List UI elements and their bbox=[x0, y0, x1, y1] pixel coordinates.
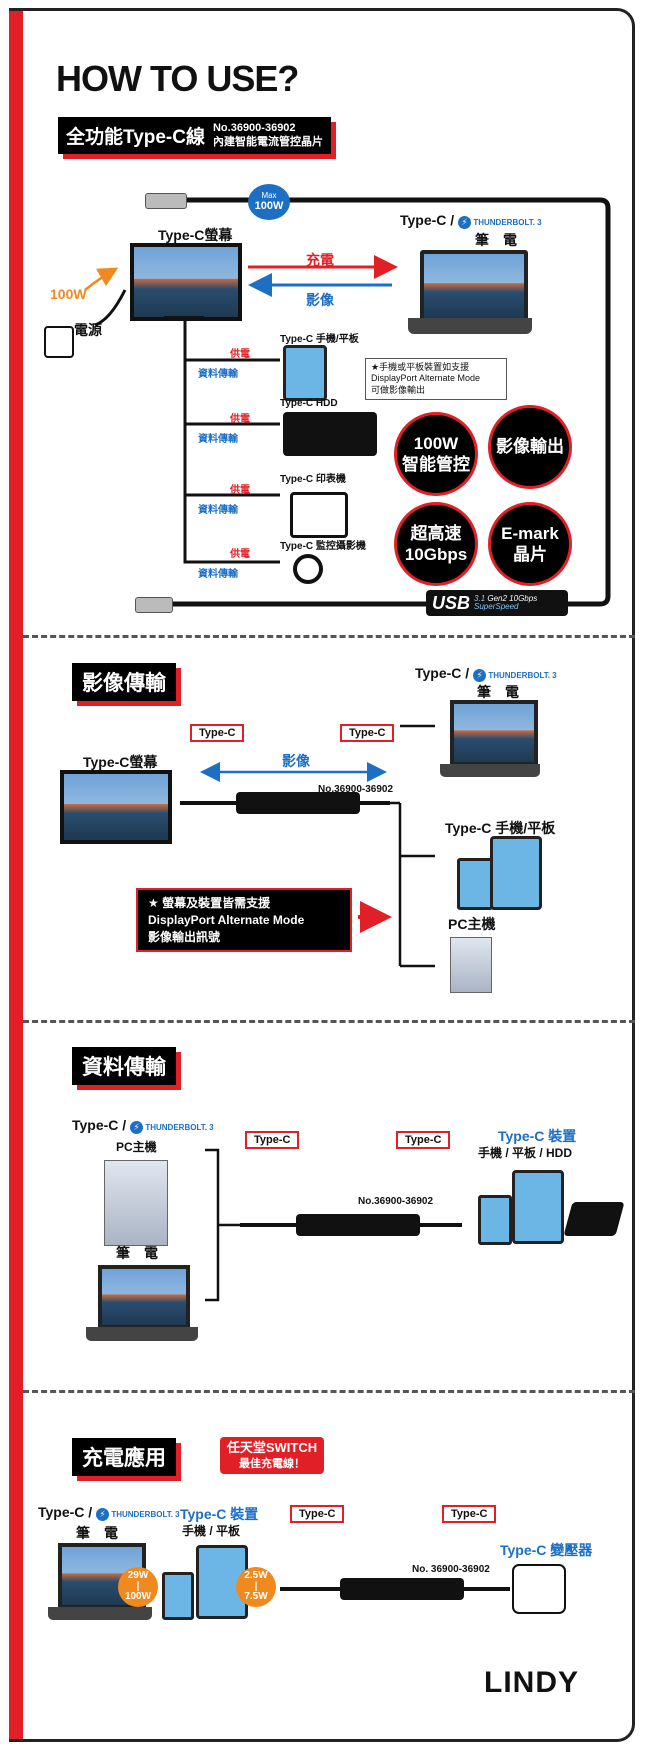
badge-10gbps: 超高速 10Gbps bbox=[394, 502, 478, 586]
badge-100w: 100W 智能管控 bbox=[394, 412, 478, 496]
supply-label-2: 供電 bbox=[230, 414, 250, 425]
s3-label: Type-C / ⚡ THUNDERBOLT. 3 bbox=[72, 1117, 214, 1135]
supply-label-3: 供電 bbox=[230, 485, 250, 496]
page-frame bbox=[9, 8, 635, 1742]
left-red-bar bbox=[9, 8, 23, 1742]
s4-device-title: Type-C 裝置 bbox=[180, 1506, 259, 1522]
data-label-2: 資料傳輸 bbox=[198, 434, 238, 445]
s4-label: Type-C / ⚡ THUNDERBOLT. 3 bbox=[38, 1504, 180, 1522]
s2-pc-label: PC主機 bbox=[448, 916, 496, 932]
s3-tag-left: Type-C bbox=[245, 1131, 300, 1149]
s3-device-title: Type-C 裝置 bbox=[498, 1128, 577, 1144]
video-label: 影像 bbox=[306, 292, 334, 308]
section1-subtitle: 內建智能電流管控晶片 bbox=[212, 135, 323, 148]
badge-video-out: 影像輸出 bbox=[488, 405, 572, 489]
data-label-4: 資料傳輸 bbox=[198, 569, 238, 580]
device-phone-label: Type-C 手機/平板 bbox=[280, 334, 359, 345]
tablet-icon bbox=[283, 345, 327, 401]
s2-tag-right: Type-C bbox=[340, 724, 395, 742]
section4-header: 充電應用 bbox=[72, 1438, 176, 1476]
s4-tag-left: Type-C bbox=[290, 1505, 345, 1523]
s4-device-watt-badge: 2.5W | 7.5W bbox=[236, 1567, 276, 1607]
s4-cable-logo bbox=[340, 1578, 464, 1600]
s4-tag-right: Type-C bbox=[442, 1505, 497, 1523]
section2-header: 影像傳輸 bbox=[72, 663, 176, 701]
device-camera-label: Type-C 監控攝影機 bbox=[280, 541, 366, 552]
s3-model: No.36900-36902 bbox=[358, 1196, 434, 1207]
section1-header: 全功能Type-C線 No.36900-36902 內建智能電流管控晶片 bbox=[58, 117, 331, 154]
s3-phone-icon bbox=[478, 1195, 512, 1245]
s2-cable-logo bbox=[236, 792, 360, 814]
power-label: 電源 bbox=[74, 322, 102, 338]
page-title: HOW TO USE? bbox=[56, 58, 299, 99]
s4-model: No. 36900-36902 bbox=[412, 1564, 490, 1575]
section1-model: No.36900-36902 bbox=[212, 122, 296, 135]
divider-1 bbox=[23, 635, 635, 638]
watt-label: 100W bbox=[50, 286, 87, 302]
s2-phone-label: Type-C 手機/平板 bbox=[445, 820, 556, 836]
device-printer-label: Type-C 印表機 bbox=[280, 474, 346, 485]
s3-tag-right: Type-C bbox=[396, 1131, 451, 1149]
supply-label-4: 供電 bbox=[230, 549, 250, 560]
monitor-label: Type-C螢幕 bbox=[158, 227, 233, 243]
s2-model: No.36900-36902 bbox=[318, 784, 394, 795]
type-c-plug-top bbox=[145, 193, 187, 209]
s4-device-sub: 手機 / 平板 bbox=[182, 1524, 241, 1538]
data-label-3: 資料傳輸 bbox=[198, 505, 238, 516]
s2-monitor-image bbox=[60, 770, 172, 844]
s3-pc-label: PC主機 bbox=[116, 1140, 157, 1154]
laptop-name: 筆 電 bbox=[475, 232, 517, 248]
s3-tablet-icon bbox=[512, 1170, 564, 1244]
supply-label-1: 供電 bbox=[230, 349, 250, 360]
s3-device-sub: 手機 / 平板 / HDD bbox=[478, 1146, 573, 1160]
camera-icon bbox=[293, 554, 323, 584]
s2-pc-icon bbox=[450, 937, 492, 993]
s2-monitor-label: Type-C螢幕 bbox=[83, 754, 158, 770]
power-outlet-icon bbox=[44, 326, 74, 358]
divider-2 bbox=[23, 1020, 635, 1023]
s2-laptop-label: Type-C / ⚡ THUNDERBOLT. 3 bbox=[415, 665, 557, 683]
section3-header: 資料傳輸 bbox=[72, 1047, 176, 1085]
s4-laptop-name: 筆 電 bbox=[76, 1525, 118, 1541]
s4-laptop-watt-badge: 29W | 100W bbox=[118, 1567, 158, 1607]
charge-label: 充電 bbox=[306, 252, 334, 268]
s3-pc-icon bbox=[104, 1160, 168, 1246]
s3-cable-logo bbox=[296, 1214, 420, 1236]
divider-3 bbox=[23, 1390, 635, 1393]
s2-tag-left: Type-C bbox=[190, 724, 245, 742]
s2-tablet-icon bbox=[490, 836, 542, 910]
s2-laptop-name: 筆 電 bbox=[477, 684, 519, 700]
s4-adapter-icon bbox=[512, 1564, 566, 1614]
type-c-plug-bottom bbox=[135, 597, 173, 613]
printer-icon bbox=[290, 492, 348, 538]
s4-phone-icon bbox=[162, 1572, 194, 1620]
device-hdd-label: Type-C HDD bbox=[280, 398, 338, 409]
lindy-logo: LINDY bbox=[484, 1666, 579, 1699]
badge-emark: E-mark 晶片 bbox=[488, 502, 572, 586]
data-label-1: 資料傳輸 bbox=[198, 369, 238, 380]
laptop-label: Type-C / ⚡ THUNDERBOLT. 3 bbox=[400, 212, 542, 230]
usb-superspeed-logo: USB 3.1 Gen2 10Gbps SuperSpeed bbox=[426, 590, 568, 616]
section1-header-text: 全功能Type-C線 bbox=[66, 127, 205, 148]
s4-adapter-label: Type-C 變壓器 bbox=[500, 1542, 593, 1558]
hdd-icon bbox=[283, 412, 377, 456]
s3-laptop-name: 筆 電 bbox=[116, 1245, 158, 1261]
